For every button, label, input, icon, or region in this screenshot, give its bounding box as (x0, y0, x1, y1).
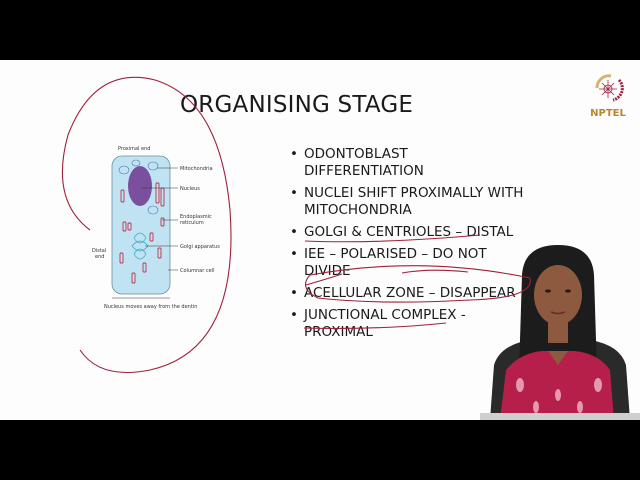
diagram-caption: Nucleus moves away from the dentin (104, 304, 197, 310)
label-columnar-cell: Columnar cell (180, 268, 214, 274)
label-er-2: reticulum (180, 220, 204, 226)
letterbox-top (0, 0, 640, 60)
lecture-slide: ORGANISING STAGE NPTEL (0, 60, 640, 420)
label-mitochondria: Mitochondria (180, 166, 213, 172)
label-proximal-end: Proximal end (118, 146, 150, 152)
columnar-cell-diagram: Proximal end Mitochondria Nucleus Endopl… (92, 146, 220, 310)
nptel-emblem-icon (595, 74, 624, 102)
label-nucleus: Nucleus (180, 186, 200, 192)
logo-text: NPTEL (590, 108, 626, 119)
label-golgi: Golgi apparatus (180, 244, 220, 250)
letterbox-bottom (0, 420, 640, 480)
label-distal-2: end (95, 254, 104, 260)
slide-title: ORGANISING STAGE (180, 92, 414, 118)
presenter-video (480, 245, 640, 420)
nptel-logo: NPTEL (583, 68, 633, 128)
